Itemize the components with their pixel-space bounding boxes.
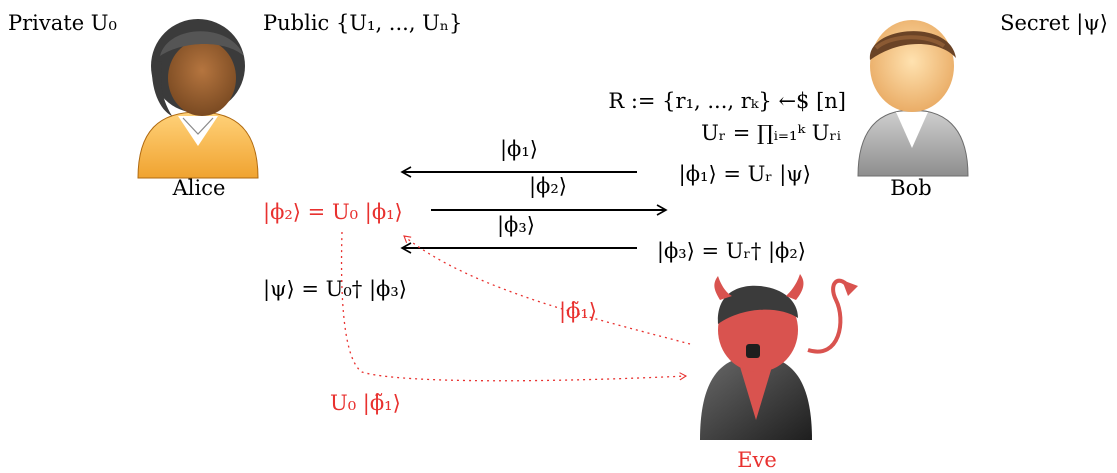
bob-phi1-definition: |ϕ₁⟩ = Uᵣ |ψ⟩ <box>679 162 811 187</box>
eve-received-state-label: U₀ |ϕ̃₁⟩ <box>330 391 401 416</box>
bob-compose-unitary: Uᵣ = ∏ᵢ₌₁ᵏ Uᵣᵢ <box>701 121 841 145</box>
alice-phi2-definition: |ϕ₂⟩ = U₀ |ϕ₁⟩ <box>263 200 403 225</box>
eve-injected-state-label: |ϕ̃₁⟩ <box>559 299 597 324</box>
alice-avatar-icon <box>137 19 259 179</box>
eve-devil-icon <box>700 274 858 440</box>
private-key-label: Private U₀ <box>8 11 117 35</box>
eve-injection-path <box>403 235 691 345</box>
bob-avatar-icon <box>857 20 969 177</box>
alice-response-leak-path <box>340 231 688 382</box>
alice-recover-secret: |ψ⟩ = U₀† |ϕ₃⟩ <box>263 277 407 302</box>
alice-label: Alice <box>172 176 226 200</box>
eve-label: Eve <box>737 448 777 472</box>
secret-state-label: Secret |ψ⟩ <box>1000 11 1108 36</box>
bob-phi3-definition: |ϕ₃⟩ = Uᵣ† |ϕ₂⟩ <box>657 239 806 264</box>
public-set-label: Public {U₁, ..., Uₙ} <box>263 11 462 35</box>
bob-label: Bob <box>890 176 932 200</box>
bob-choose-subset: R := {r₁, ..., rₖ} ←$ [n] <box>608 89 846 113</box>
message-label-phi2: |ϕ₂⟩ <box>529 174 567 199</box>
message-label-phi3: |ϕ₃⟩ <box>497 213 535 238</box>
message-label-phi1: |ϕ₁⟩ <box>500 137 538 162</box>
